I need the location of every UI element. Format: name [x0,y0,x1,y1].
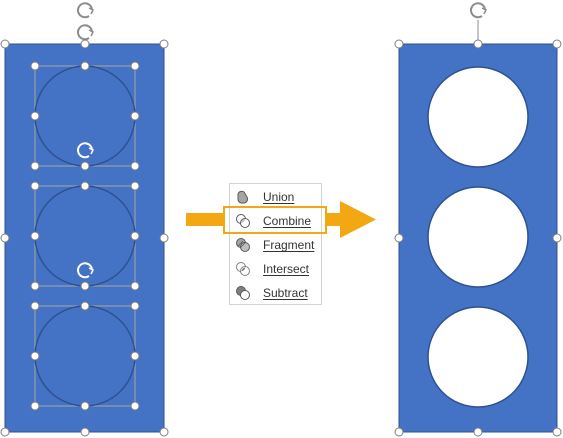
resize-handle[interactable] [80,301,90,311]
subtract-icon [236,286,250,300]
menu-item-union[interactable]: Union [230,186,321,208]
resize-handle[interactable] [0,39,10,49]
menu-item-label: Union [263,190,295,204]
resize-handle[interactable] [552,427,562,437]
combine-icon [236,214,250,228]
resize-handle[interactable] [80,281,90,291]
resize-handle[interactable] [130,281,140,291]
resize-handle[interactable] [30,161,40,171]
resize-handle[interactable] [80,161,90,171]
resize-handle[interactable] [552,233,562,243]
left-shapes-group[interactable] [4,43,165,433]
union-icon [237,190,249,204]
menu-item-intersect[interactable]: Intersect [230,258,321,280]
menu-item-label: Combine [263,214,312,228]
resize-handle[interactable] [130,161,140,171]
rotate-handle-icon[interactable] [77,262,95,279]
resize-handle[interactable] [80,61,90,71]
resize-handle[interactable] [0,427,10,437]
circle-shape-3[interactable] [34,305,136,407]
merge-shapes-menu: Union Combine Fragment Intersect Subtrac… [229,183,322,305]
left-resize-handles[interactable] [0,39,169,437]
menu-item-label: Fragment [263,238,315,252]
circle-shape-1[interactable] [34,65,136,167]
menu-item-subtract[interactable]: Subtract [230,282,321,304]
resize-handle[interactable] [80,401,90,411]
resize-handle[interactable] [394,39,404,49]
resize-handle[interactable] [130,301,140,311]
resize-handle[interactable] [159,233,169,243]
resize-handle[interactable] [30,61,40,71]
resize-handle[interactable] [130,351,140,361]
left-rotate-handles[interactable] [77,2,95,279]
resize-handle[interactable] [30,231,40,241]
resize-handle[interactable] [552,39,562,49]
rotate-handle-icon[interactable] [77,2,95,19]
resize-handle[interactable] [130,111,140,121]
resize-handle[interactable] [130,61,140,71]
resize-handle[interactable] [80,427,90,437]
resize-handle[interactable] [394,233,404,243]
right-merged-shape[interactable] [398,43,558,433]
menu-item-label: Intersect [263,262,310,276]
menu-item-fragment[interactable]: Fragment [230,234,321,256]
resize-handle[interactable] [130,181,140,191]
resize-handle[interactable] [30,281,40,291]
resize-handle[interactable] [0,233,10,243]
right-resize-handles[interactable] [394,39,562,437]
rotate-handle-icon[interactable] [77,24,95,41]
resize-handle[interactable] [30,111,40,121]
menu-item-label: Subtract [263,286,308,300]
resize-handle[interactable] [30,301,40,311]
hole-outline [427,306,529,408]
hole-outline [427,186,529,288]
resize-handle[interactable] [159,427,169,437]
circle-shape-2[interactable] [34,185,136,287]
intersect-icon [236,262,250,276]
rotate-handle-icon[interactable] [470,2,488,19]
resize-handle[interactable] [80,181,90,191]
resize-handle[interactable] [130,401,140,411]
arrow-right-icon [186,201,376,238]
resize-handle[interactable] [473,427,483,437]
rotate-handle-icon[interactable] [77,142,95,159]
resize-handle[interactable] [473,39,483,49]
resize-handle[interactable] [159,39,169,49]
resize-handle[interactable] [30,351,40,361]
resize-handle[interactable] [30,181,40,191]
resize-handle[interactable] [394,427,404,437]
resize-handle[interactable] [130,231,140,241]
hole-outline [427,66,529,168]
resize-handle[interactable] [80,39,90,49]
right-rotate-handle[interactable] [470,2,488,44]
menu-item-combine[interactable]: Combine [230,210,321,232]
fragment-icon [236,238,250,252]
resize-handle[interactable] [30,401,40,411]
